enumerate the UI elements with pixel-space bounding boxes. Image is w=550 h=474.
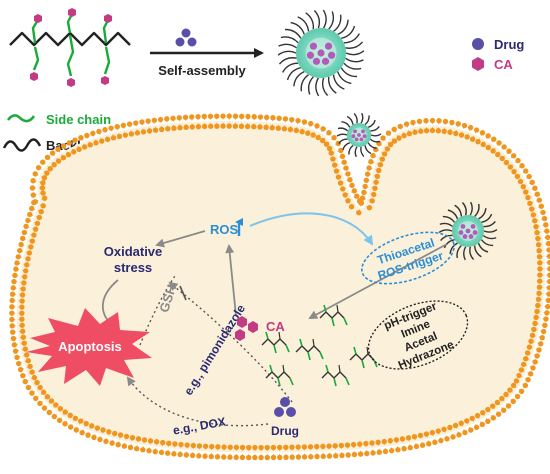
drug-legend-icon — [472, 38, 484, 50]
ph-trigger-ellipse — [367, 300, 469, 370]
arrow-ca-to-ros — [225, 244, 237, 317]
gsh-inhibit-bar — [179, 285, 187, 301]
backbone-legend-icon — [2, 138, 42, 152]
cell-drug-label: Drug — [271, 424, 299, 438]
ca-cluster-cell — [235, 316, 258, 341]
self-assembly-label: Self-assembly — [158, 63, 246, 78]
legend-ca-label: CA — [494, 57, 513, 72]
arrow-dox-dotted — [126, 376, 269, 427]
legend-drug-label: Drug — [494, 37, 524, 52]
oxidative-stress-label-1: Oxidative — [104, 244, 163, 259]
side-chain-legend-icon — [7, 114, 36, 123]
apoptosis-burst — [26, 308, 152, 386]
legend-side-chain-label: Side chain — [46, 112, 111, 127]
arrow-ros-to-oxidative — [155, 230, 206, 248]
cell-ca-label: CA — [266, 319, 285, 334]
arrow-ros-to-thioacetal — [249, 212, 374, 246]
ros-label: ROS — [210, 222, 239, 237]
ros-trigger-ellipse — [361, 231, 455, 285]
drug-cluster-top — [175, 28, 197, 47]
arrow-micelle-to-polymer — [308, 243, 448, 319]
membrane-phospholipids — [9, 113, 550, 461]
cell-membrane-outer — [16, 121, 545, 453]
drug-cluster-cell — [274, 397, 296, 417]
polymer-side-chains — [31, 13, 111, 77]
cell — [9, 113, 550, 461]
oxidative-stress-label-2: stress — [114, 260, 152, 275]
micelle-intracellular — [438, 201, 498, 261]
polymer-ca-groups — [30, 8, 112, 87]
polymer-chain-diagram — [9, 8, 131, 87]
micelle-large — [277, 9, 365, 97]
micelle-endocytosis — [336, 112, 382, 158]
ca-legend-icon — [472, 57, 484, 71]
apoptosis-label: Apoptosis — [58, 339, 122, 354]
